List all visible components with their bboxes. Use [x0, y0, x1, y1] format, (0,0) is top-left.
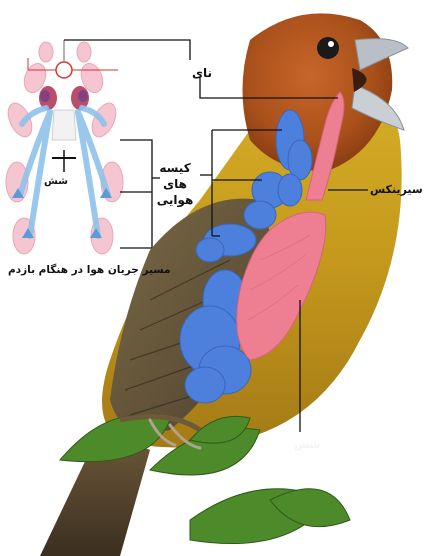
exhale-flow-caption: مسیر جریان هوا در هنگام بازدم [8, 264, 170, 276]
bird [40, 13, 408, 556]
trachea-label: نای [192, 66, 212, 80]
bird-lung-label: شش [294, 438, 320, 451]
exhalation-flow-inset [3, 40, 160, 254]
air-sacs-label: کیسه های هوایی [152, 160, 198, 208]
syrinx-label: سیرینکس [370, 183, 423, 196]
inset-lung-label: شش [44, 176, 68, 187]
